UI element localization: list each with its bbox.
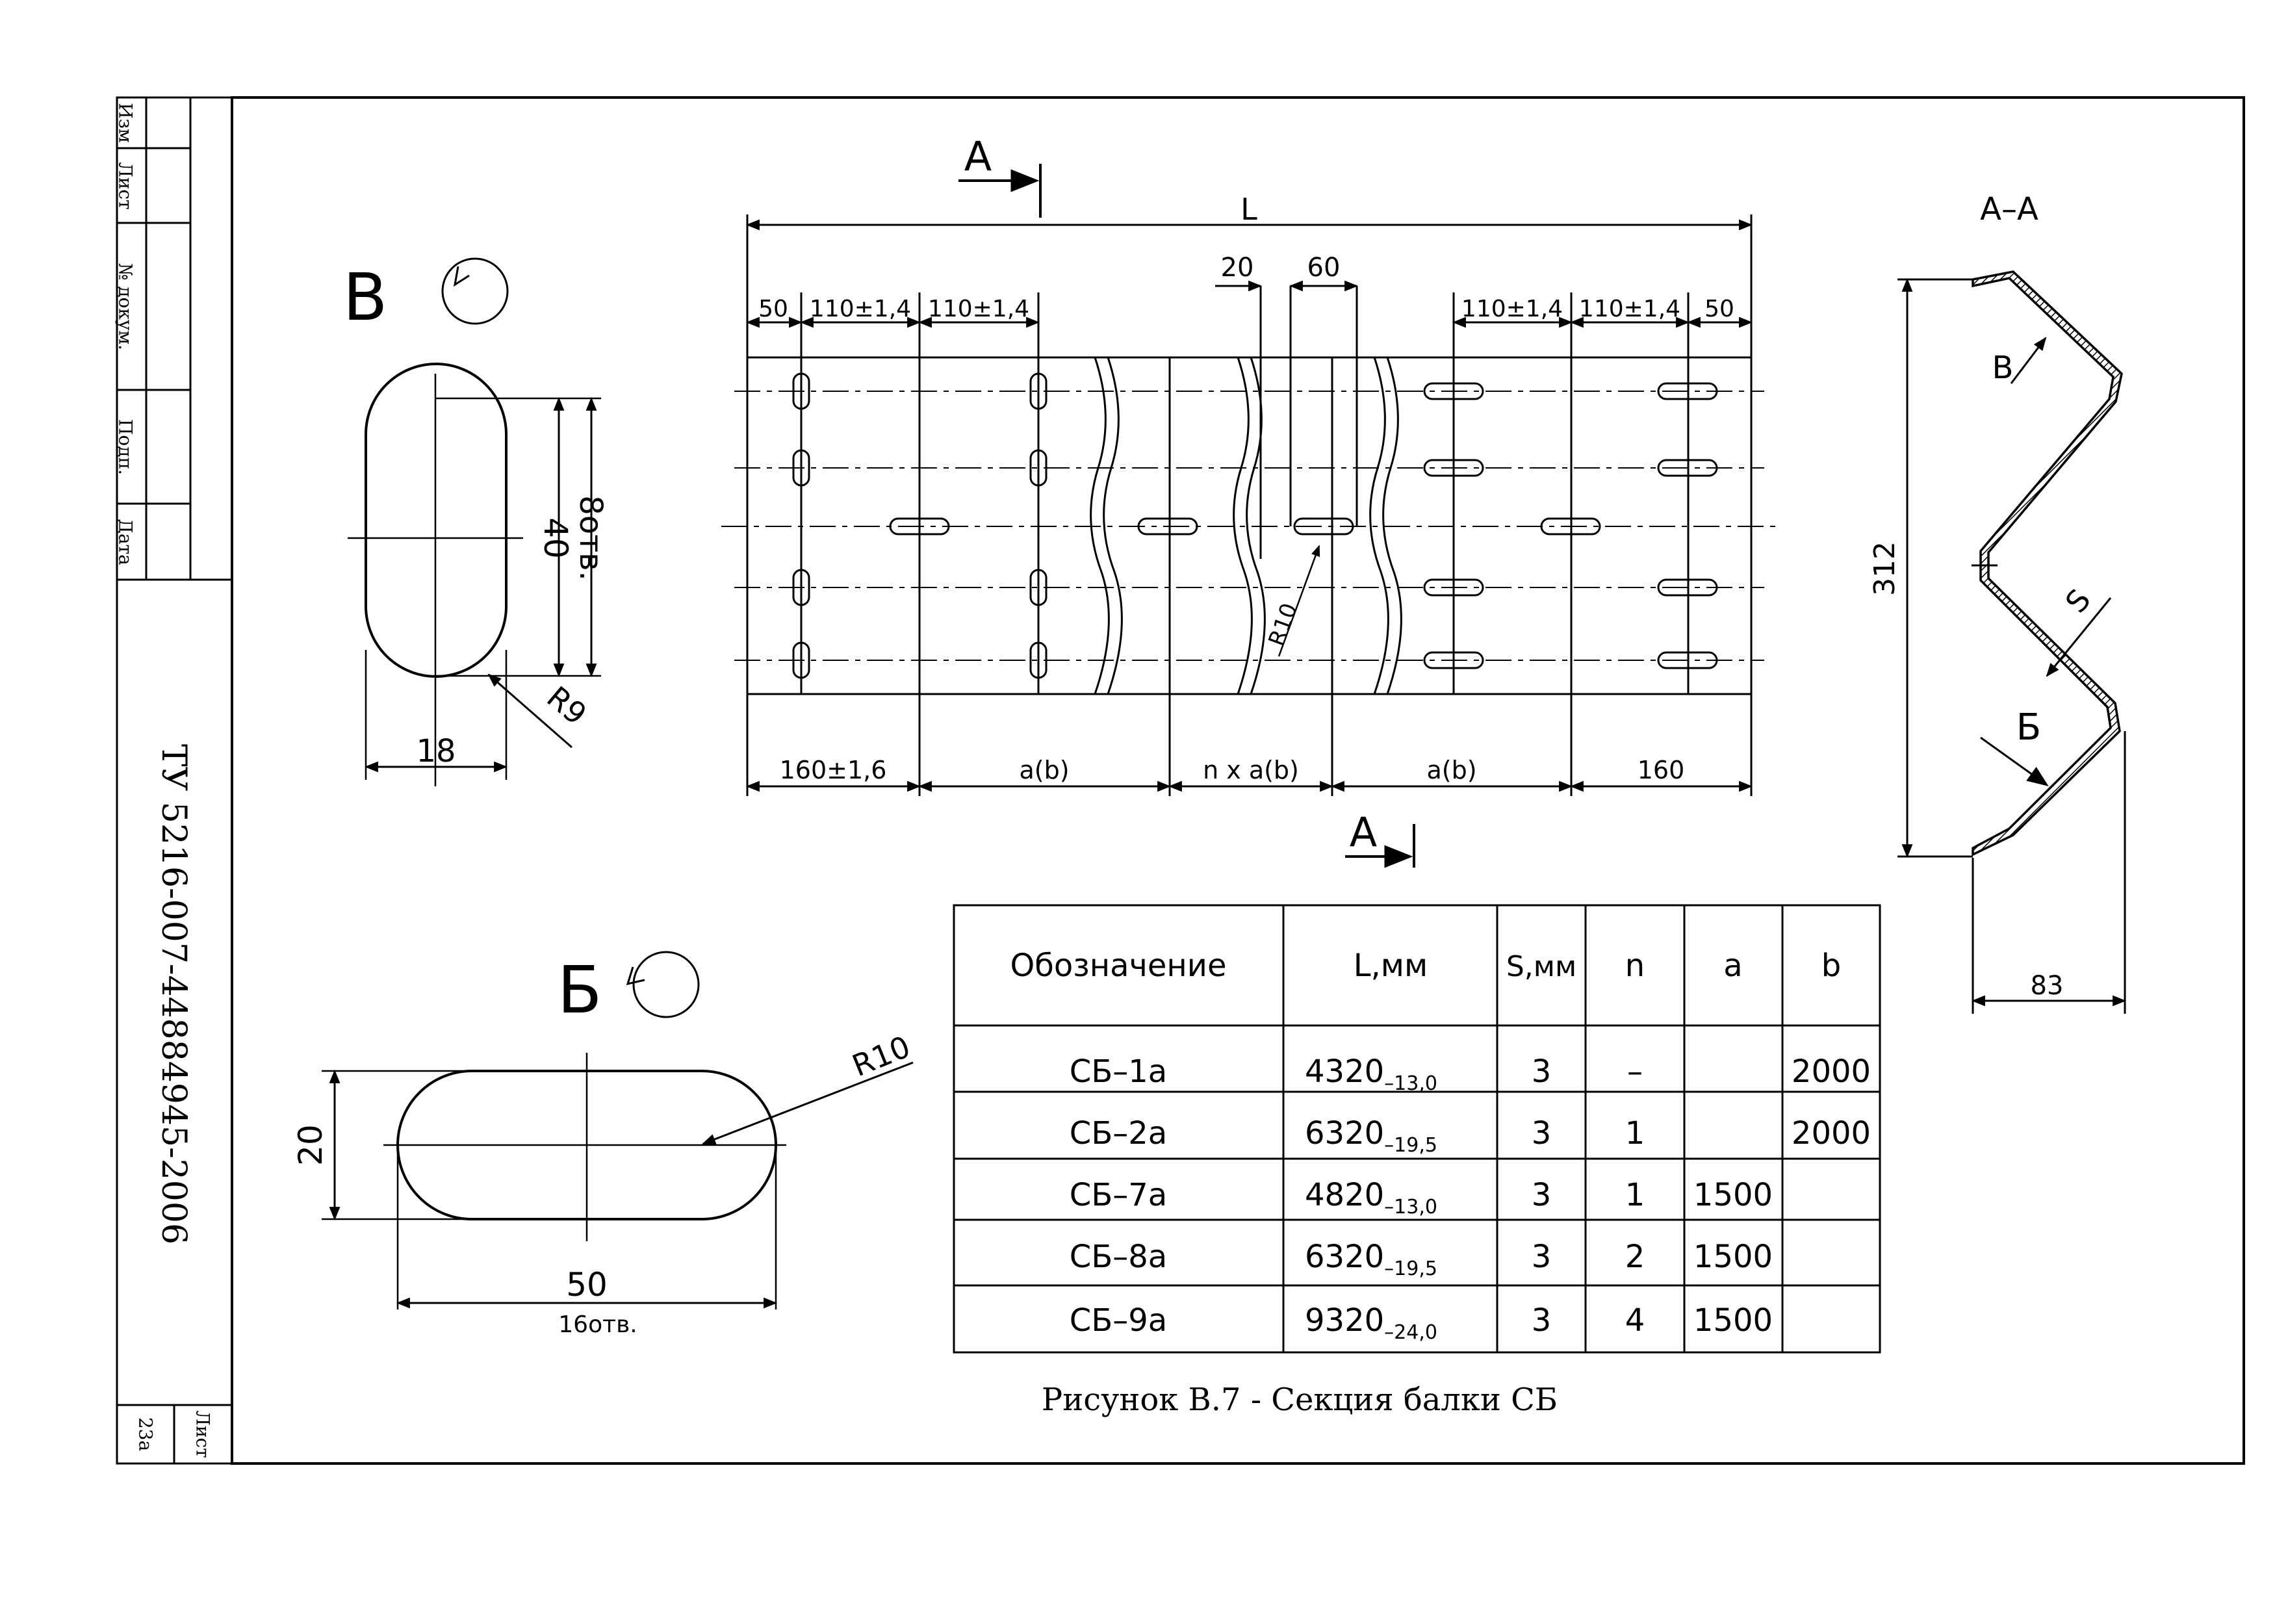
table-cell-l-tolerance: –19,5 <box>1384 1257 1437 1280</box>
table-cell-designation: СБ–9а <box>1070 1302 1167 1339</box>
list-label: Лист <box>115 162 136 209</box>
dim-top-110-2: 110±1,4 <box>928 296 1029 322</box>
rotation-icon-b <box>632 951 700 1018</box>
dim-bottom-ab-2: a(b) <box>1426 756 1476 784</box>
table-cell-n: 1 <box>1625 1115 1645 1152</box>
dim-50: 50 <box>566 1266 608 1304</box>
dim-top-50-left: 50 <box>758 296 788 322</box>
holes-count-b: 16отв. <box>558 1311 637 1338</box>
table-cell-a: 1500 <box>1693 1302 1773 1339</box>
dim-top-50-right: 50 <box>1704 296 1734 322</box>
table-cell-s: 3 <box>1532 1302 1552 1339</box>
horizontal-slots <box>889 382 1718 669</box>
document-code: ТУ 5216-007-44884945-2006 <box>154 744 193 1244</box>
slot-v-detail <box>365 363 508 678</box>
radius-leader-b <box>702 1061 914 1145</box>
table-cell-n: 1 <box>1625 1177 1645 1213</box>
slot-b-detail <box>396 1070 777 1220</box>
dim-bottom-nxab: n x a(b) <box>1203 756 1299 784</box>
w-profile-section <box>1972 270 2123 857</box>
section-mark-v: В <box>1992 350 2014 386</box>
beam-view <box>721 214 1777 796</box>
beam-radius: R10 <box>1263 600 1302 650</box>
figure-caption: Рисунок В.7 - Секция балки СБ <box>1042 1382 1558 1418</box>
section-label-top: А <box>964 133 992 180</box>
table-cell-s: 3 <box>1532 1115 1552 1152</box>
table-cell-b: 2000 <box>1792 1053 1871 1090</box>
section-aa-title: А–А <box>1980 191 2038 227</box>
section-mark-b: Б <box>2016 706 2041 749</box>
table-cell-a: 1500 <box>1693 1177 1773 1213</box>
sheet-number: 23а <box>135 1417 157 1451</box>
table-cell-designation: СБ–2а <box>1070 1115 1167 1152</box>
table-cell-l-tolerance: –19,5 <box>1384 1134 1437 1157</box>
rotation-arrow <box>453 266 470 287</box>
section-label-bottom: А <box>1350 808 1377 856</box>
table-cell-l: 6320–19,5 <box>1305 1115 1437 1157</box>
table-cell-l: 4820–13,0 <box>1305 1177 1437 1218</box>
doc-no-label: № докум. <box>115 263 136 350</box>
table-cell-designation: СБ–7а <box>1070 1177 1167 1213</box>
table-cell-l-value: 6320 <box>1305 1239 1384 1275</box>
table-cell-l: 9320–24,0 <box>1305 1302 1437 1344</box>
dim-bottom-160-right: 160 <box>1638 756 1685 784</box>
table-cell-b: 2000 <box>1792 1115 1871 1152</box>
table-cell-s: 3 <box>1532 1177 1552 1213</box>
table-cell-n: – <box>1627 1053 1643 1090</box>
table-cell-l-value: 6320 <box>1305 1115 1384 1152</box>
rotation-icon <box>441 257 509 325</box>
table-cell-l-value: 9320 <box>1305 1302 1384 1339</box>
designation-table <box>953 904 1881 1354</box>
radius-v: R9 <box>540 679 593 732</box>
date-label: Дата <box>115 519 136 565</box>
section-depth: 83 <box>2031 971 2064 1001</box>
vertical-slots <box>792 372 1048 679</box>
thickness-leader <box>2046 597 2112 677</box>
podp-label: Подп. <box>115 419 136 475</box>
table-header-designation: Обозначение <box>1010 947 1226 984</box>
table-header-l: L,мм <box>1354 947 1428 984</box>
view-b-label: Б <box>558 952 602 1028</box>
dim-20: 20 <box>292 1124 329 1166</box>
dim-top-110-4: 110±1,4 <box>1579 296 1680 322</box>
dim-top-110-3: 110±1,4 <box>1461 296 1563 322</box>
section-height: 312 <box>1868 541 1901 596</box>
table-cell-l-tolerance: –24,0 <box>1384 1321 1437 1344</box>
table-cell-n: 4 <box>1625 1302 1645 1339</box>
table-cell-n: 2 <box>1625 1239 1645 1275</box>
radius-leader-v <box>487 673 572 749</box>
table-cell-s: 3 <box>1532 1053 1552 1090</box>
holes-count-v: 8отв. <box>572 495 609 580</box>
table-cell-designation: СБ–1а <box>1070 1053 1167 1090</box>
view-b-direction-arrow <box>1980 736 2049 786</box>
table-cell-l-value: 4820 <box>1305 1177 1384 1213</box>
dim-40: 40 <box>537 517 574 559</box>
title-strip <box>116 96 233 1465</box>
table-cell-l-tolerance: –13,0 <box>1384 1072 1437 1095</box>
dim-top-60: 60 <box>1307 253 1341 283</box>
thickness-label: S <box>2059 582 2098 619</box>
table-cell-s: 3 <box>1532 1239 1552 1275</box>
view-v-label: В <box>343 259 388 335</box>
dim-top-110-1: 110±1,4 <box>810 296 911 322</box>
table-header-a: a <box>1723 947 1742 984</box>
table-cell-l-tolerance: –13,0 <box>1384 1196 1437 1218</box>
rotation-arrow-b <box>626 966 645 986</box>
table-cell-l: 4320–13,0 <box>1305 1053 1437 1095</box>
sheet-label: Лист <box>192 1410 214 1458</box>
dim-18: 18 <box>416 733 456 769</box>
view-v-direction-arrow <box>2010 337 2047 384</box>
table-header-b: b <box>1821 947 1841 984</box>
dim-top-20: 20 <box>1221 253 1254 283</box>
table-cell-a: 1500 <box>1693 1239 1773 1275</box>
izm-label: Изм <box>115 103 136 142</box>
dim-bottom-160-left: 160±1,6 <box>780 756 887 784</box>
table-cell-l: 6320–19,5 <box>1305 1239 1437 1280</box>
table-header-n: n <box>1625 947 1645 984</box>
overall-length: L <box>1240 192 1257 227</box>
table-cell-designation: СБ–8а <box>1070 1239 1167 1275</box>
dim-bottom-ab-1: a(b) <box>1019 756 1069 784</box>
table-header-s: S,мм <box>1506 950 1576 983</box>
table-cell-l-value: 4320 <box>1305 1053 1384 1090</box>
